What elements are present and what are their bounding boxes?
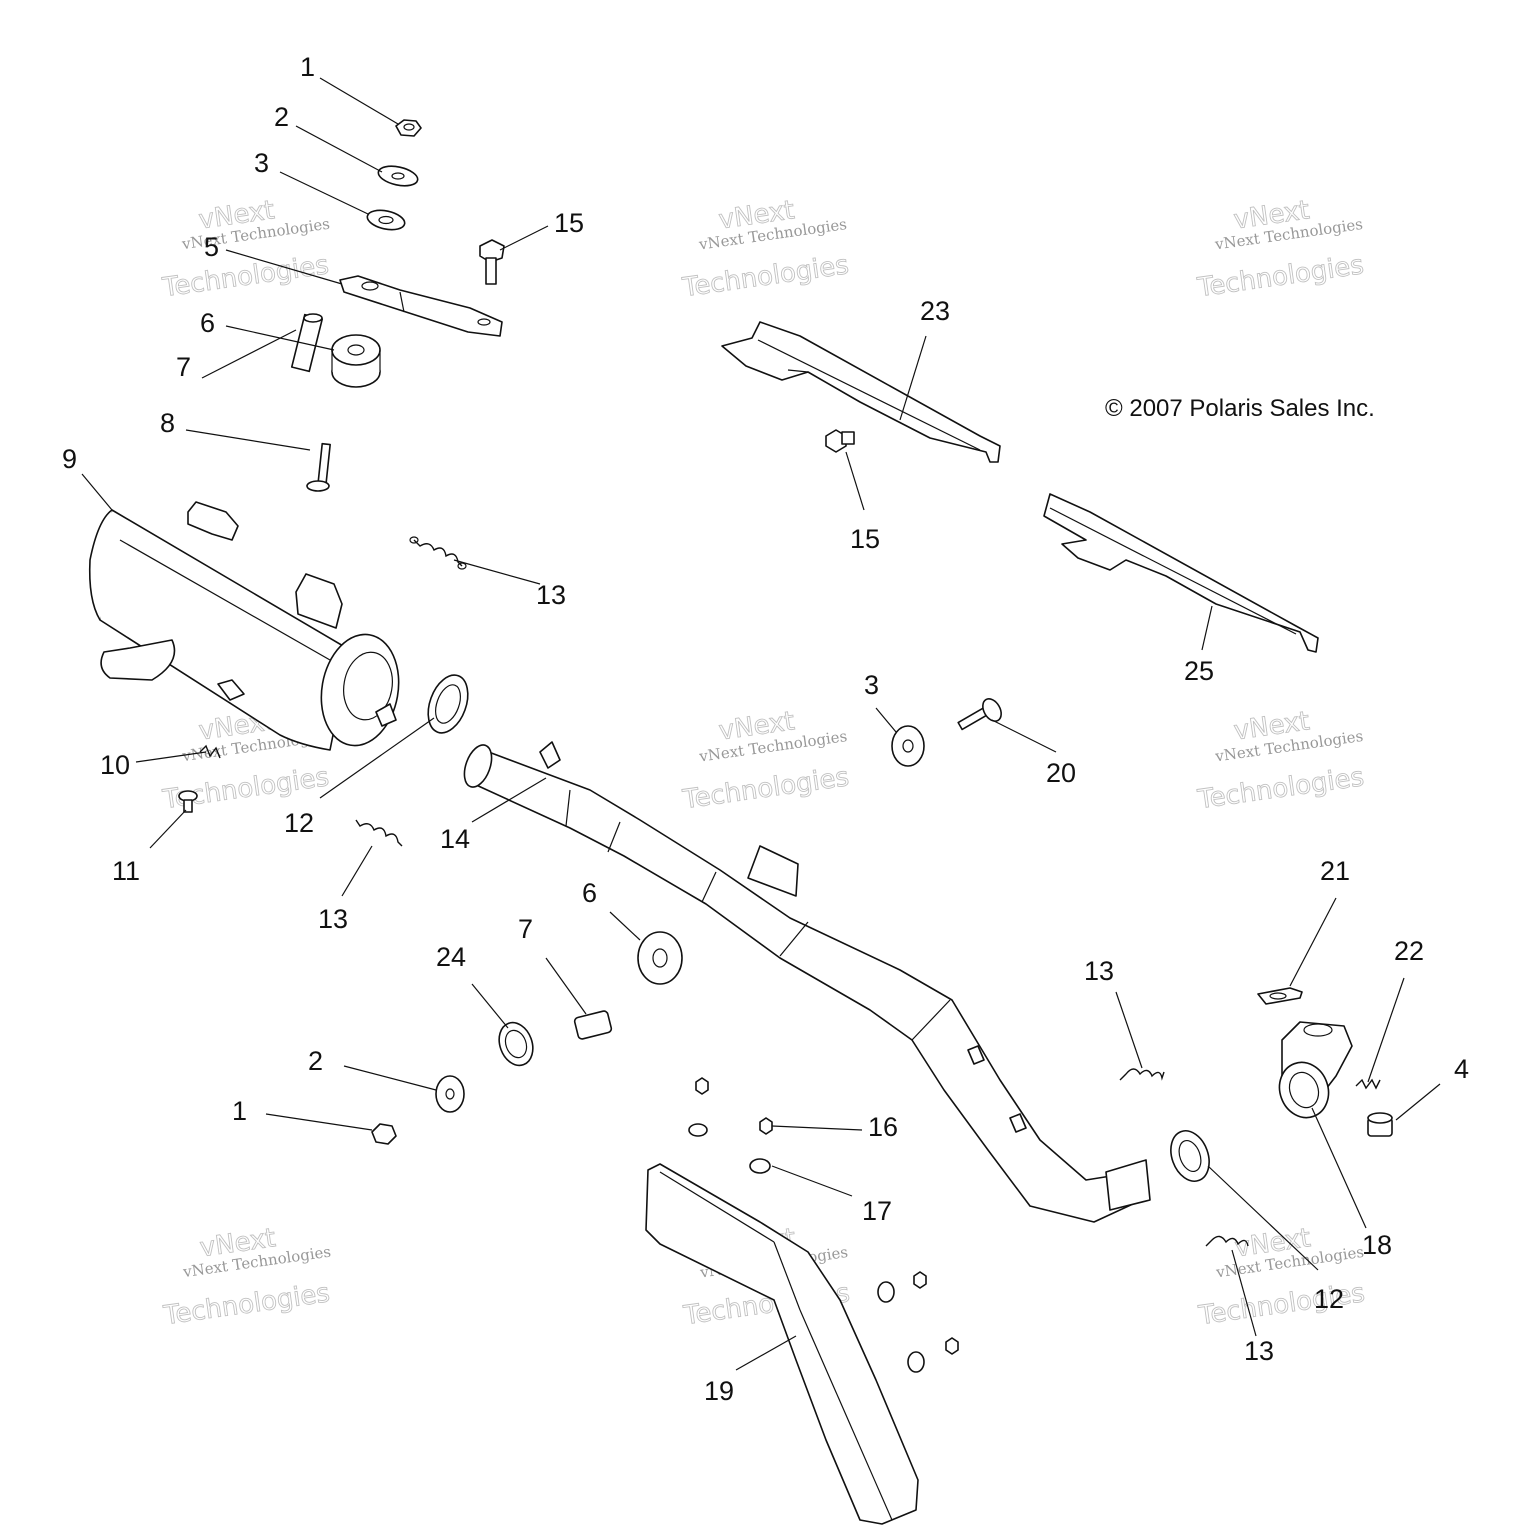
callout-labels: 1 2 3 5 15 6 7 8 9 13 23 15 25 3 20 10 1… <box>62 52 1469 1406</box>
callout-1: 1 <box>232 1096 247 1126</box>
flange-gasket <box>1257 987 1303 1005</box>
callout-14: 14 <box>440 824 470 854</box>
callout-4: 4 <box>1454 1054 1469 1084</box>
grommet-top <box>331 334 381 388</box>
watermark: vNext vNext Technologies Technologies <box>160 195 331 304</box>
sleeve-lower <box>573 1010 613 1040</box>
copyright-text: © 2007 Polaris Sales Inc. <box>1105 395 1375 422</box>
washer-top-2 <box>366 209 406 231</box>
small-spring-22 <box>1355 1078 1381 1090</box>
callout-21: 21 <box>1320 856 1350 886</box>
gasket-right <box>1170 1130 1210 1182</box>
watermark: vNext vNext Technologies Technologies <box>1195 706 1366 816</box>
watermark: vNext vNext Technologies Technologies <box>161 1223 332 1332</box>
nut-lower <box>371 1123 397 1145</box>
watermark: vNext vNext Technologies Technologies <box>680 706 851 816</box>
callout-13: 13 <box>536 580 566 610</box>
callout-7: 7 <box>176 352 191 382</box>
callout-8: 8 <box>160 408 175 438</box>
callout-12: 12 <box>1314 1284 1344 1314</box>
callout-15: 15 <box>554 208 584 238</box>
callout-13: 13 <box>318 904 348 934</box>
spring-4 <box>1205 1235 1249 1247</box>
washer-mid <box>891 725 925 767</box>
callout-24: 24 <box>436 942 466 972</box>
callout-12: 12 <box>284 808 314 838</box>
bolt-small <box>306 442 331 492</box>
callout-7: 7 <box>518 914 533 944</box>
callout-13: 13 <box>1244 1336 1274 1366</box>
spring-1 <box>409 536 467 570</box>
washer-top <box>377 165 419 187</box>
callout-23: 23 <box>920 296 950 326</box>
watermark-line3: Technologies <box>1195 250 1366 303</box>
callout-9: 9 <box>62 444 77 474</box>
callout-18: 18 <box>1362 1230 1392 1260</box>
watermark-line3: Technologies <box>160 250 331 303</box>
sleeve-top <box>290 313 324 373</box>
callout-19: 19 <box>704 1376 734 1406</box>
callout-6: 6 <box>582 878 597 908</box>
head-pipe <box>463 741 1151 1223</box>
bolt-mid <box>957 698 1002 731</box>
watermark: vNext vNext Technologies Technologies <box>680 195 851 304</box>
callout-1: 1 <box>300 52 315 82</box>
callout-5: 5 <box>204 232 219 262</box>
gasket-left <box>427 674 469 734</box>
callout-16: 16 <box>868 1112 898 1142</box>
heat-shield-lower <box>1043 493 1319 653</box>
tail-shield <box>645 1163 919 1525</box>
nut-4 <box>1367 1112 1393 1137</box>
callout-2: 2 <box>274 102 289 132</box>
exhaust-flange <box>1278 1021 1353 1119</box>
callout-3: 3 <box>864 670 879 700</box>
callout-17: 17 <box>862 1196 892 1226</box>
callout-22: 22 <box>1394 936 1424 966</box>
callout-20: 20 <box>1046 758 1076 788</box>
watermark-line3: Technologies <box>1195 762 1366 815</box>
watermark-line3: Technologies <box>161 1278 332 1331</box>
grommet-lower <box>637 931 683 985</box>
spring-2 <box>355 819 403 847</box>
washer-lower <box>435 1075 465 1113</box>
heat-shield-upper <box>721 321 1001 463</box>
bolt-top <box>479 239 505 285</box>
spring-3 <box>1119 1068 1165 1081</box>
bolt-shield <box>825 429 855 453</box>
muffler <box>88 501 400 751</box>
mount-bracket <box>339 275 503 337</box>
leader-lines <box>81 77 1441 1371</box>
callout-15: 15 <box>850 524 880 554</box>
callout-3: 3 <box>254 148 269 178</box>
ring-24 <box>498 1021 534 1067</box>
callout-10: 10 <box>100 750 130 780</box>
callout-11: 11 <box>112 856 140 886</box>
hardware-16-17 <box>688 1077 959 1373</box>
watermark: vNext vNext Technologies Technologies <box>1195 195 1366 304</box>
watermark-line3: Technologies <box>680 250 851 303</box>
nut-top <box>395 119 422 137</box>
watermark-line3: Technologies <box>680 762 851 815</box>
callout-25: 25 <box>1184 656 1214 686</box>
screw-10 <box>199 744 221 759</box>
screw-11 <box>178 790 198 813</box>
callout-6: 6 <box>200 308 215 338</box>
callout-13: 13 <box>1084 956 1114 986</box>
callout-2: 2 <box>308 1046 323 1076</box>
